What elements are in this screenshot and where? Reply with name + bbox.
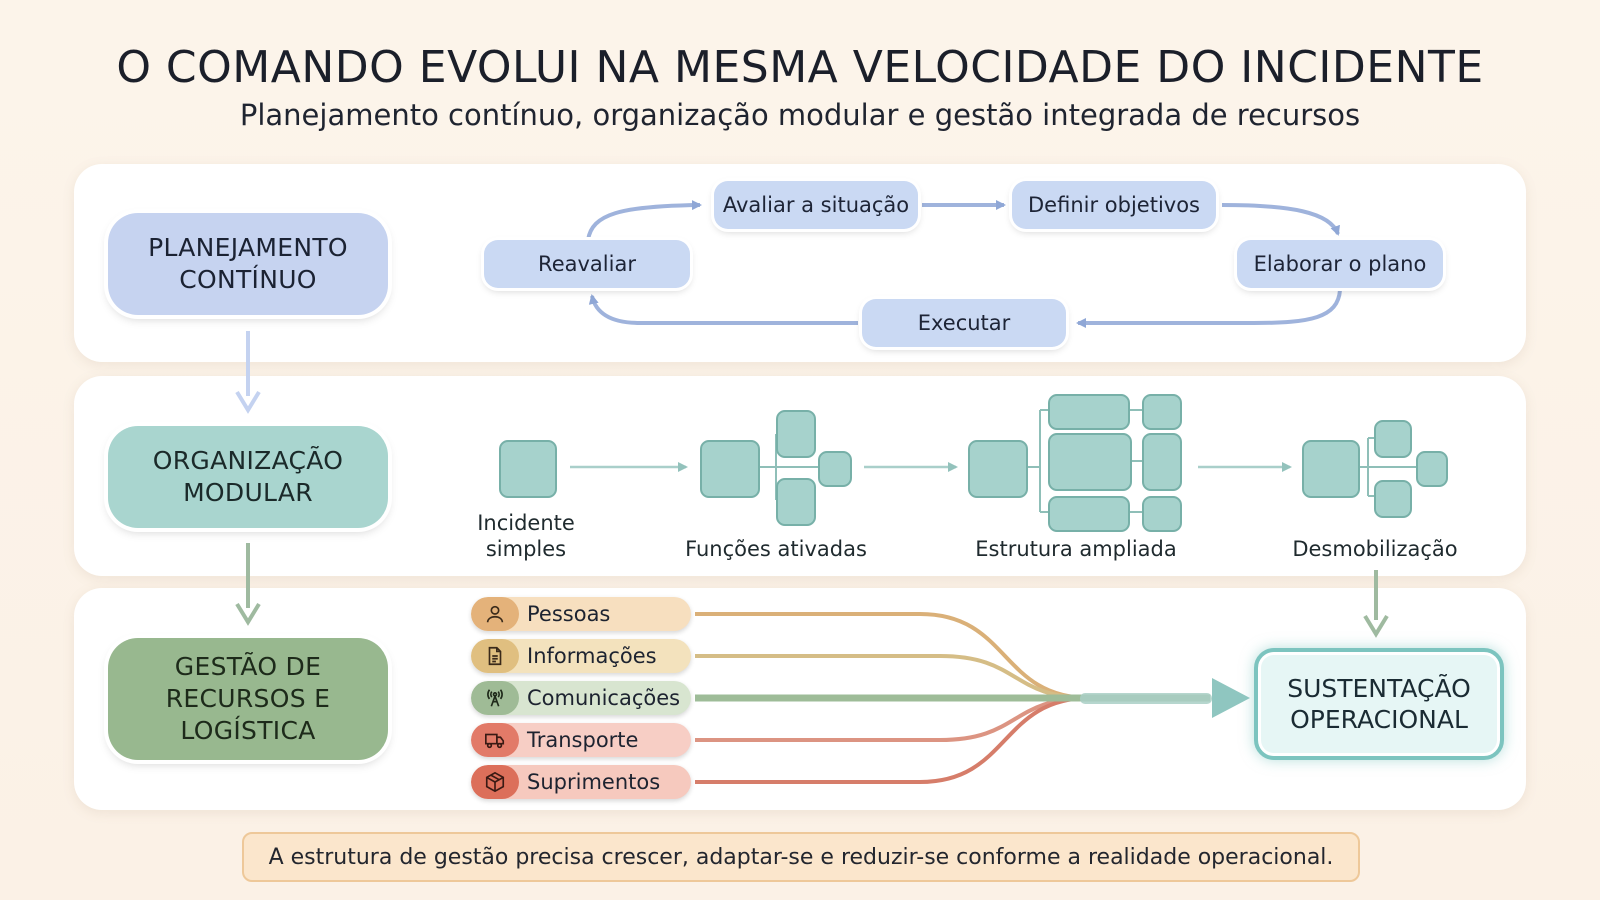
cycle-objectives: Definir objetivos [1012, 181, 1216, 229]
arrow-reevaluate-to-evaluate [586, 200, 702, 241]
module-functions-branch [776, 478, 816, 526]
module-expanded-leaf [1142, 394, 1182, 430]
resource-label: Suprimentos [527, 770, 661, 794]
resource-transport: Transporte [471, 723, 691, 757]
arrow-objectives-to-plan [1221, 203, 1340, 236]
resource-communications: Comunicações [471, 681, 691, 715]
module-expanded-root [968, 440, 1028, 498]
module-demob-branch [1374, 420, 1412, 458]
cycle-execute: Executar [862, 299, 1066, 347]
arrow-demob-to-outcome [1363, 570, 1389, 638]
antenna-icon [471, 681, 519, 715]
module-expanded-label: Estrutura ampliada [975, 537, 1177, 561]
module-functions-root [700, 440, 760, 498]
module-simple-node [499, 440, 557, 498]
module-expanded-leaf [1142, 433, 1182, 491]
module-functions-label: Funções ativadas [685, 537, 867, 561]
module-expanded-branch [1048, 394, 1130, 430]
footer-note: A estrutura de gestão precisa crescer, a… [242, 832, 1360, 882]
box-icon [471, 765, 519, 799]
stage-resources: GESTÃO DE RECURSOS E LOGÍSTICA [108, 638, 388, 760]
module-simple-label: Incidente simples [477, 511, 575, 561]
resource-label: Pessoas [527, 602, 611, 626]
resource-label: Transporte [527, 728, 639, 752]
module-expanded-branch [1048, 496, 1130, 532]
resource-supplies: Suprimentos [471, 765, 691, 799]
module-functions-leaf [818, 451, 852, 487]
module-expanded-branch [1048, 433, 1132, 491]
resource-label: Informações [527, 644, 657, 668]
resource-label: Comunicações [527, 686, 681, 710]
flow-merge-band [1080, 693, 1212, 704]
person-icon [471, 597, 519, 631]
resource-people: Pessoas [471, 597, 691, 631]
stage-arrow-modular-to-resources [235, 543, 261, 626]
module-demob-root [1302, 440, 1360, 498]
module-demob-leaf [1416, 451, 1448, 487]
resource-information: Informações [471, 639, 691, 673]
truck-icon [471, 723, 519, 757]
cycle-evaluate: Avaliar a situação [714, 181, 918, 229]
module-demob-branch [1374, 480, 1412, 518]
arrow-execute-to-reevaluate [588, 294, 858, 325]
stage-arrow-planning-to-modular [235, 331, 261, 414]
stage-modular: ORGANIZAÇÃO MODULAR [108, 426, 388, 528]
cycle-reevaluate: Reavaliar [484, 240, 690, 288]
document-icon [471, 639, 519, 673]
page-title: O COMANDO EVOLUI NA MESMA VELOCIDADE DO … [116, 42, 1484, 93]
flow-arrowhead [1212, 678, 1250, 718]
module-functions-branch [776, 410, 816, 458]
module-demob-label: Desmobilização [1292, 537, 1458, 561]
page-subtitle: Planejamento contínuo, organização modul… [239, 98, 1361, 132]
cycle-plan: Elaborar o plano [1237, 240, 1443, 288]
module-expanded-leaf [1142, 496, 1182, 532]
outcome-box: SUSTENTAÇÃO OPERACIONAL [1254, 648, 1504, 760]
arrow-plan-to-execute [1076, 289, 1342, 328]
stage-planning: PLANEJAMENTO CONTÍNUO [108, 213, 388, 315]
